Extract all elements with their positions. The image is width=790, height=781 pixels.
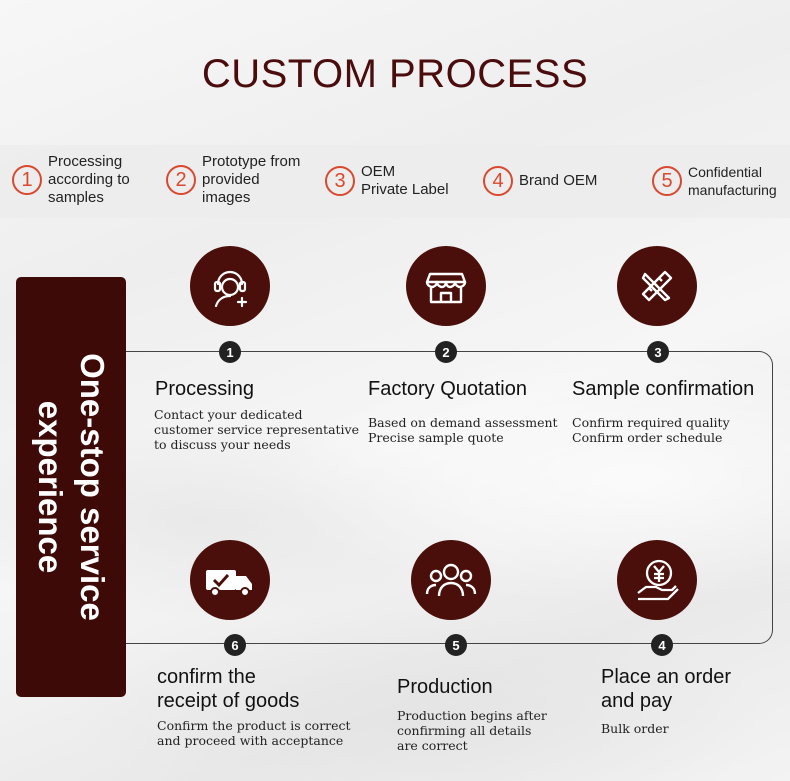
- team-icon: [425, 563, 477, 597]
- step-6-title: confirm the receipt of goods: [157, 666, 300, 712]
- step-3-title: Sample confirmation: [572, 378, 755, 400]
- option-label: Processing according to samples: [48, 153, 130, 206]
- option-number: 5: [652, 166, 682, 196]
- option-4: 4 Brand OEM: [483, 166, 597, 196]
- step-3-circle: [617, 246, 697, 326]
- step-2-number: 2: [435, 341, 457, 363]
- page-title: CUSTOM PROCESS: [201, 52, 589, 96]
- step-4-number: 4: [651, 634, 673, 656]
- ruler-pencil-icon: [641, 270, 673, 302]
- option-1: 1 Processing according to samples: [12, 153, 130, 207]
- yen-payment-icon: [637, 559, 679, 601]
- option-number: 1: [12, 165, 42, 195]
- option-label: Prototype from provided images: [202, 153, 301, 206]
- customer-service-icon: [213, 270, 248, 308]
- side-label-line2: experience: [32, 400, 69, 574]
- side-banner: [16, 277, 126, 697]
- step-1-title: Processing: [155, 378, 254, 400]
- step-5-circle: [411, 540, 491, 620]
- step-2-desc: Based on demand assessment Precise sampl…: [368, 415, 558, 445]
- option-5: 5 Confidential manufacturing: [652, 163, 777, 199]
- step-6-number: 6: [224, 634, 246, 656]
- step-5-desc: Production begins after confirming all d…: [397, 708, 547, 753]
- option-label: Brand OEM: [519, 172, 598, 189]
- step-2-title: Factory Quotation: [368, 378, 527, 400]
- step-4-circle: [617, 540, 697, 620]
- step-6-circle: [190, 540, 270, 620]
- side-banner-label: One-stop service experience: [16, 277, 126, 697]
- step-1-number: 1: [219, 341, 241, 363]
- step-3-number: 3: [647, 341, 669, 363]
- step-2-circle: [406, 246, 486, 326]
- option-label: Confidential manufacturing: [688, 164, 777, 198]
- option-2: 2 Prototype from provided images: [166, 153, 300, 207]
- step-5-number: 5: [445, 634, 467, 656]
- option-3: 3 OEM Private Label: [325, 163, 449, 199]
- storefront-icon: [425, 272, 467, 304]
- option-label: OEM Private Label: [361, 163, 449, 198]
- option-number: 2: [166, 165, 196, 195]
- side-label-line1: One-stop service: [74, 353, 111, 621]
- option-number: 3: [325, 166, 355, 196]
- step-4-title: Place an order and pay: [601, 666, 732, 712]
- option-number: 4: [483, 166, 513, 196]
- step-5-title: Production: [397, 676, 493, 698]
- step-6-desc: Confirm the product is correct and proce…: [157, 718, 351, 748]
- step-4-desc: Bulk order: [601, 721, 669, 736]
- step-1-circle: [190, 246, 270, 326]
- step-3-desc: Confirm required quality Confirm order s…: [572, 415, 730, 445]
- delivery-truck-icon: [206, 570, 252, 597]
- step-1-desc: Contact your dedicated customer service …: [154, 407, 359, 452]
